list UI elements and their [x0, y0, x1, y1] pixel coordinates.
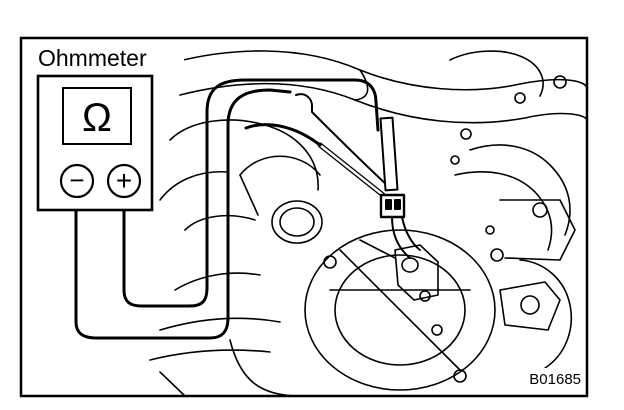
probe-assembly: [295, 93, 421, 259]
negative-terminal: [59, 163, 95, 199]
code-backdrop: [508, 368, 584, 388]
negative-terminal-sign: −: [69, 165, 84, 195]
ohmmeter-display: [62, 87, 132, 145]
lower-probe-lead: [244, 123, 322, 147]
positive-lead: [122, 78, 380, 308]
ohm-symbol: Ω: [82, 96, 112, 140]
label-backdrop: [34, 46, 184, 72]
negative-lead: [74, 88, 292, 340]
positive-terminal: [106, 163, 142, 199]
figure-code: B01685: [529, 371, 581, 388]
positive-probe: [379, 116, 399, 192]
engine-illustration: [149, 50, 588, 397]
meter-leads: [74, 78, 380, 340]
ohmmeter: Ω − +: [36, 74, 154, 212]
positive-terminal-sign: +: [116, 165, 132, 196]
ohmmeter-label: Ohmmeter: [38, 45, 147, 71]
